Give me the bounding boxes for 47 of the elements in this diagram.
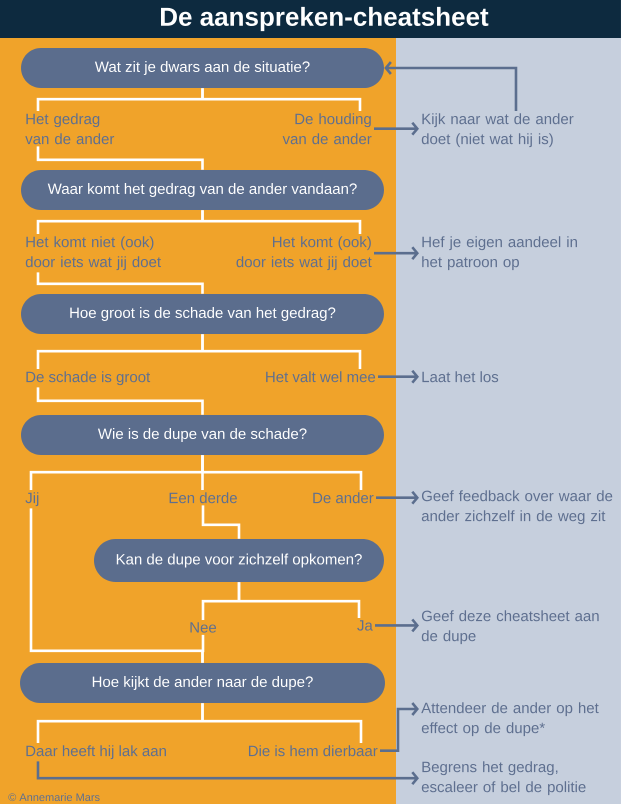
advice-text: Kijk naar wat de ander doet (niet wat hij is) xyxy=(422,113,574,148)
advice-text: Hef je eigen aandeel in het patroon op xyxy=(422,236,577,270)
question-box: Kan de dupe voor zichzelf opkomen? xyxy=(94,539,384,582)
arrow xyxy=(378,370,419,384)
answer-text: Het komt (ook) door iets wat jij doet xyxy=(236,236,372,270)
advice-text: Geef feedback over waar de ander zichzelf in de weg zit xyxy=(422,490,612,524)
answer-text: Het gedrag van de ander xyxy=(25,113,114,144)
connector-line xyxy=(36,272,204,294)
question-box: Hoe groot is de schade van het gedrag? xyxy=(21,294,384,334)
connector-line xyxy=(202,505,240,539)
answer-text: Het komt niet (ook) door iets wat jij doet xyxy=(26,236,161,270)
answer-text: Jij xyxy=(25,492,38,506)
answer-text: Nee xyxy=(190,622,216,633)
answer-text: De ander xyxy=(313,492,374,504)
connector-line xyxy=(201,455,362,490)
connector-line xyxy=(201,703,362,743)
copyright-note: © Annemarie Mars xyxy=(8,793,100,802)
question-box: Wie is de dupe van de schade? xyxy=(21,415,384,455)
connector-line xyxy=(201,634,204,663)
answer-text: Die is hem dierbaar xyxy=(248,745,378,756)
answer-text: Ja xyxy=(357,620,373,631)
answer-text: Daar heeft hij lak aan xyxy=(26,745,166,760)
arrow xyxy=(380,702,419,752)
arrow xyxy=(36,761,419,786)
answer-text: De schade is groot xyxy=(26,371,150,386)
connector-line xyxy=(36,387,204,415)
connector-line xyxy=(201,334,362,369)
title-bar: De aanspreken-cheatsheet xyxy=(0,0,621,38)
question-box: Waar komt het gedrag van de ander vandaan? xyxy=(21,170,384,210)
arrow xyxy=(374,246,419,260)
connector-line xyxy=(201,210,362,234)
arrow xyxy=(376,490,419,505)
arrow xyxy=(374,122,419,136)
question-box: Wat zit je dwars aan de situatie? xyxy=(21,48,384,88)
answer-text: Een derde xyxy=(170,492,237,504)
connector-line xyxy=(36,146,204,170)
answer-text: De houding van de ander xyxy=(282,113,372,144)
arrow xyxy=(375,618,419,632)
arrow xyxy=(384,61,518,111)
connector-line xyxy=(238,582,360,618)
answer-text: Het valt wel mee xyxy=(266,371,376,382)
advice-text: Geef deze cheatsheet aan de dupe xyxy=(422,610,599,644)
advice-text: Attendeer de ander op het effect op de dupe* xyxy=(421,702,599,736)
question-box: Hoe kijkt de ander naar de dupe? xyxy=(20,663,385,703)
advice-text: Begrens het gedrag, escaleer of bel de politie xyxy=(422,761,586,796)
advice-text: Laat het los xyxy=(422,371,498,382)
connector-line xyxy=(201,88,362,111)
